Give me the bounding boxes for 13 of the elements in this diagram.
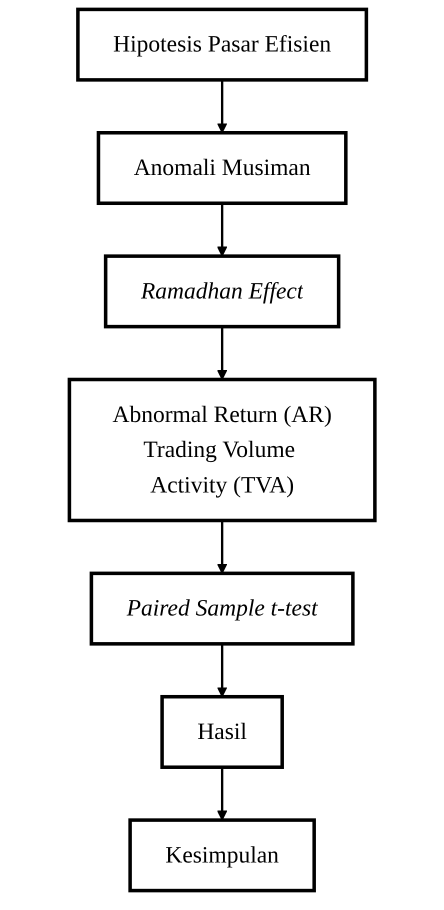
node-box	[76, 8, 368, 82]
arrow	[216, 520, 228, 574]
node-box	[160, 694, 284, 769]
node-box	[96, 131, 348, 206]
arrow	[216, 644, 228, 698]
arrow	[216, 80, 228, 134]
node-box	[104, 254, 340, 328]
arrow	[216, 767, 228, 821]
arrow	[216, 203, 228, 257]
node-box	[128, 818, 316, 892]
node-box	[68, 378, 376, 522]
node-box	[90, 572, 354, 646]
arrow	[216, 326, 228, 380]
